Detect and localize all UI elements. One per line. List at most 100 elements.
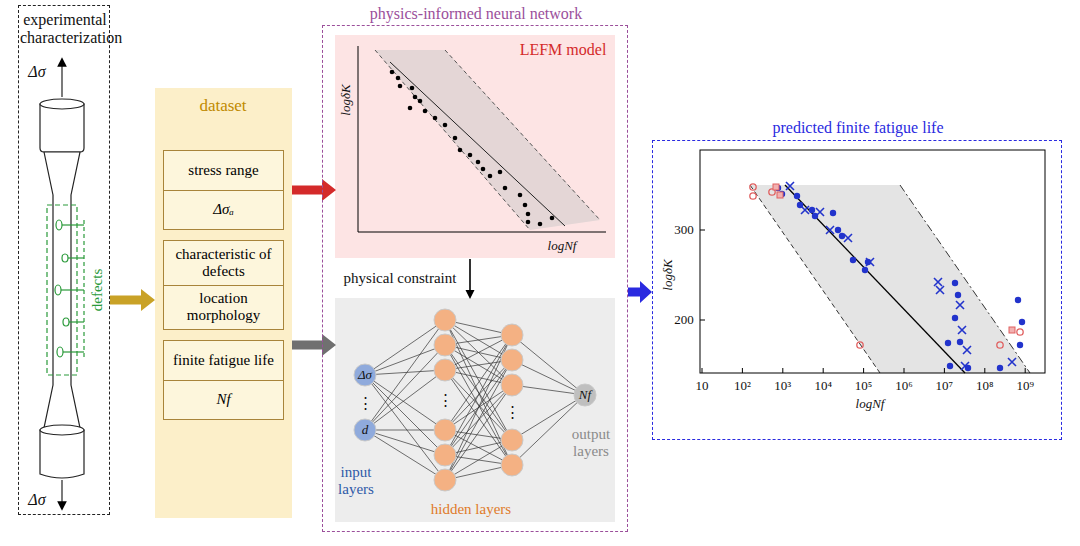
nn-panel-fill [335,298,615,522]
tick-label: 10⁷ [936,379,954,393]
neuron [501,324,523,346]
nn-link [365,430,445,431]
neuron-label: Nf [579,388,591,402]
axis-label: logNf [548,239,577,253]
lefm-panel: LEFM model [336,36,616,259]
tick [742,368,743,373]
data-point [526,212,531,217]
nn-link [365,345,445,375]
data-point [957,339,963,345]
data-cell: characteristic of defectslocation morpho… [163,240,284,330]
nn-link [365,345,445,430]
cross-point [936,286,944,294]
data-point [418,99,423,104]
neuron [434,309,456,331]
data-point [850,257,856,263]
ellipsis: ⋮ [438,392,453,409]
cell-text: location morphology [164,286,283,330]
cell-text: stress range [164,151,283,191]
tick-label: 300 [674,223,694,237]
flow-arrow [110,289,155,311]
data-point [453,136,458,141]
node-title: input layers [333,464,379,499]
data-point [947,363,953,369]
data-point [830,210,836,216]
neuron [354,364,376,386]
stress-symbol: Δσ [28,491,45,509]
tick [782,368,783,373]
flow-arrow [466,259,475,299]
data-point [408,106,413,111]
predicted-chart [700,150,1045,373]
data-point [413,95,418,100]
data-point [955,292,961,298]
data-point [1015,297,1021,303]
nn-link [365,430,445,480]
neural-network [354,309,596,491]
nn-link [365,370,445,375]
tick [700,320,705,321]
axis-label: logδK [661,259,675,290]
node-title: physics-informed neural network [326,5,626,23]
data-point-red [857,342,863,348]
neuron [434,469,456,491]
data-point [443,123,448,128]
nn-link [365,370,445,430]
data-point [523,203,528,208]
nn-link [365,375,445,430]
cross-point [801,206,809,214]
cross-point [934,278,942,286]
cell-text: finite fatigue life [164,341,283,381]
data-point [423,109,428,114]
data-point [862,267,868,273]
axis-label: logNf [856,397,885,411]
lefm-panel-fill [335,35,615,258]
tick-label: 10⁴ [814,379,832,393]
tick [863,368,864,373]
cross-point [844,234,852,242]
cross-point [956,301,964,309]
dataset-panel-fill [155,88,292,518]
square-point [773,184,779,190]
data-point [498,170,503,175]
cell-text: Δσₐ [164,191,283,230]
neuron [434,334,456,356]
data-point [550,216,555,221]
square-point [1009,327,1015,333]
data-point [1019,319,1025,325]
data-point [458,148,463,153]
node-title: LEFM model [513,41,613,59]
data-point [1017,342,1023,348]
nn-link [365,375,445,480]
tick-label: 10⁸ [976,379,994,393]
neuron [501,454,523,476]
cell-text: characteristic of defects [164,241,283,286]
data-point [526,220,531,225]
cell-text: Nf [164,381,283,420]
data-point [997,365,1003,371]
neuron [501,429,523,451]
data-point-red [997,342,1003,348]
node-title: predicted finite fatigue life [708,119,1008,137]
cross-point [866,258,874,266]
neuron [434,444,456,466]
specimen [40,62,84,506]
axis-label: logδK [339,84,353,115]
data-point [481,167,486,172]
neuron [574,384,596,406]
tick [700,230,705,231]
tick-label: 10⁵ [855,379,873,393]
cross-point [826,226,834,234]
data-point [476,160,481,165]
ellipsis: ⋮ [358,395,373,412]
data-cell: stress rangeΔσₐ [163,150,284,230]
nn-panel: input layershidden layersoutput layers [336,299,616,523]
node-title: dataset [158,96,288,116]
data-point [396,76,401,81]
square-point [777,192,783,198]
tick [702,368,703,373]
data-point [433,116,438,121]
tick-label: 10⁶ [895,379,913,393]
data-point [835,227,841,233]
